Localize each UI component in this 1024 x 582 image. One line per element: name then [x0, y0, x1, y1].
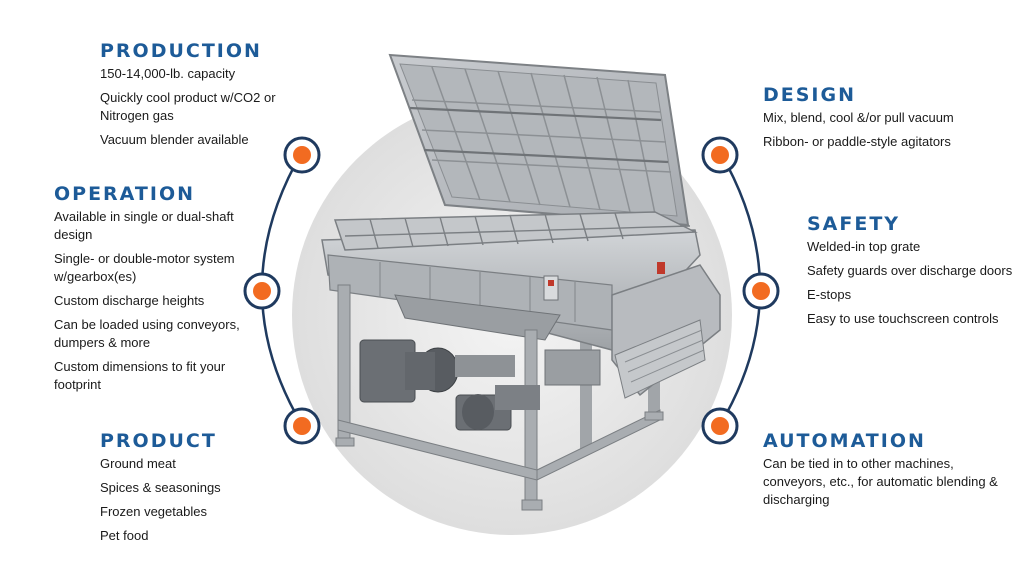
marker-design — [701, 136, 739, 174]
production-item: 150-14,000-lb. capacity — [100, 66, 236, 81]
marker-safety — [742, 272, 780, 310]
design-item: Ribbon- or paddle-style agitators — [763, 134, 951, 149]
production-item: Quickly cool product w/CO2 or Nitrogen g… — [100, 90, 276, 123]
operation-item: Single- or double-motor system w/gearbox… — [54, 251, 235, 284]
marker-operation — [243, 272, 281, 310]
product-item: Ground meat — [100, 456, 176, 471]
operation-item: Custom dimensions to fit your footprint — [54, 359, 226, 392]
operation-title: OPERATION — [54, 183, 195, 205]
product-item: Frozen vegetables — [100, 504, 207, 519]
operation-item: Custom discharge heights — [54, 293, 205, 308]
safety-item: E-stops — [807, 287, 852, 302]
safety-item: Welded-in top grate — [807, 239, 921, 254]
marker-product — [283, 407, 321, 445]
safety-section: SAFETY Welded-in top grate Safety guards… — [807, 213, 1017, 334]
product-title: PRODUCT — [100, 430, 217, 452]
marker-automation — [701, 407, 739, 445]
automation-section: AUTOMATION Can be tied in to other machi… — [763, 430, 1003, 515]
operation-item: Can be loaded using conveyors, dumpers &… — [54, 317, 240, 350]
product-item: Spices & seasonings — [100, 480, 221, 495]
design-title: DESIGN — [763, 84, 857, 106]
operation-item: Available in single or dual-shaft design — [54, 209, 234, 242]
operation-section: OPERATION Available in single or dual-sh… — [54, 183, 254, 400]
automation-title: AUTOMATION — [763, 430, 926, 452]
automation-item: Can be tied in to other machines, convey… — [763, 456, 998, 507]
marker-production — [283, 136, 321, 174]
design-item: Mix, blend, cool &/or pull vacuum — [763, 110, 954, 125]
safety-title: SAFETY — [807, 213, 901, 235]
design-section: DESIGN Mix, blend, cool &/or pull vacuum… — [763, 84, 1003, 157]
product-section: PRODUCT Ground meat Spices & seasonings … — [100, 430, 300, 551]
safety-item: Easy to use touchscreen controls — [807, 311, 999, 326]
production-title: PRODUCTION — [100, 40, 262, 62]
product-item: Pet food — [100, 528, 149, 543]
ribbon-blender-machine — [321, 53, 721, 511]
production-item: Vacuum blender available — [100, 132, 249, 147]
production-section: PRODUCTION 150-14,000-lb. capacity Quick… — [100, 40, 310, 155]
safety-item: Safety guards over discharge doors — [807, 263, 1013, 278]
